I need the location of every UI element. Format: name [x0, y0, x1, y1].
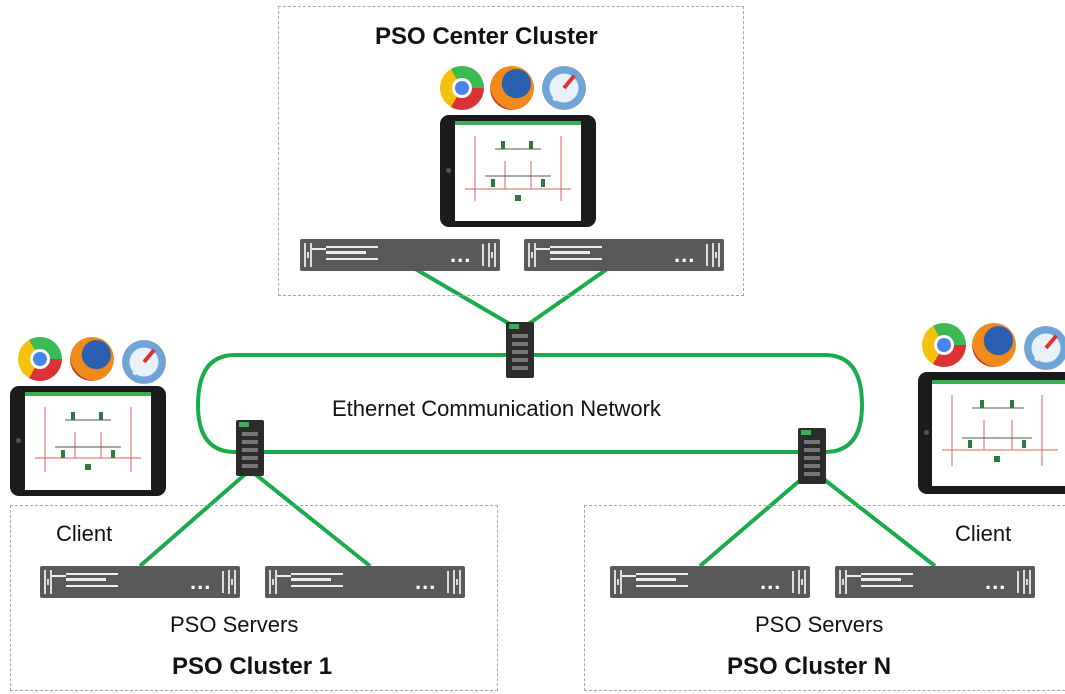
firefox-icon: [70, 337, 114, 381]
hmi-screen: [932, 380, 1065, 486]
server-status-dots: ...: [674, 242, 696, 267]
server-status-dots: ...: [190, 569, 212, 594]
cluster-n-title: PSO Cluster N: [727, 653, 892, 680]
cluster-n-box: [584, 505, 1065, 691]
network-label: Ethernet Communication Network: [332, 396, 661, 421]
center-server-1: ...: [300, 239, 500, 271]
switch-icon: [798, 428, 826, 484]
link-switch1-server-2: [248, 468, 372, 568]
chrome-icon: [440, 66, 484, 110]
cluster-1-servers-label: PSO Servers: [170, 612, 299, 637]
single-line-diagram-thumbnail: [455, 121, 581, 201]
server-status-dots: ...: [985, 569, 1007, 594]
link-switchN-server-1: [698, 468, 814, 568]
cluster-1-box: [10, 505, 498, 691]
chrome-icon: [922, 323, 966, 367]
chrome-icon: [18, 337, 62, 381]
cluster-1-server-1: ...: [40, 566, 240, 598]
server-status-dots: ...: [415, 569, 437, 594]
cluster-1-title: PSO Cluster 1: [172, 653, 333, 680]
cluster-n-server-2: ...: [835, 566, 1035, 598]
safari-icon: [1024, 326, 1065, 370]
server-status-dots: ...: [450, 242, 472, 267]
tablet-icon: [918, 372, 1065, 494]
ethernet-ring: [195, 353, 865, 454]
center-cluster-title: PSO Center Cluster: [375, 23, 598, 50]
server-status-dots: ...: [760, 569, 782, 594]
cluster-1-client-label: Client: [56, 521, 113, 546]
tablet-icon: [440, 115, 596, 227]
single-line-diagram-thumbnail: [932, 380, 1065, 466]
cluster-n-client-label: Client: [955, 521, 1012, 546]
hmi-screen: [25, 392, 151, 490]
cluster-n-server-1: ...: [610, 566, 810, 598]
safari-icon: [542, 66, 586, 110]
firefox-icon: [972, 323, 1016, 367]
safari-icon: [122, 340, 166, 384]
cluster-n-servers-label: PSO Servers: [755, 612, 884, 637]
link-switchN-server-2: [810, 468, 937, 568]
switch-icon: [506, 322, 534, 378]
center-cluster-box: [278, 6, 744, 296]
hmi-screen: [455, 121, 581, 221]
single-line-diagram-thumbnail: [25, 392, 151, 472]
link-switch1-server-1: [138, 468, 252, 568]
firefox-icon: [490, 66, 534, 110]
center-server-2: ...: [524, 239, 724, 271]
tablet-icon: [10, 386, 166, 496]
switch-icon: [236, 420, 264, 476]
cluster-1-server-2: ...: [265, 566, 465, 598]
